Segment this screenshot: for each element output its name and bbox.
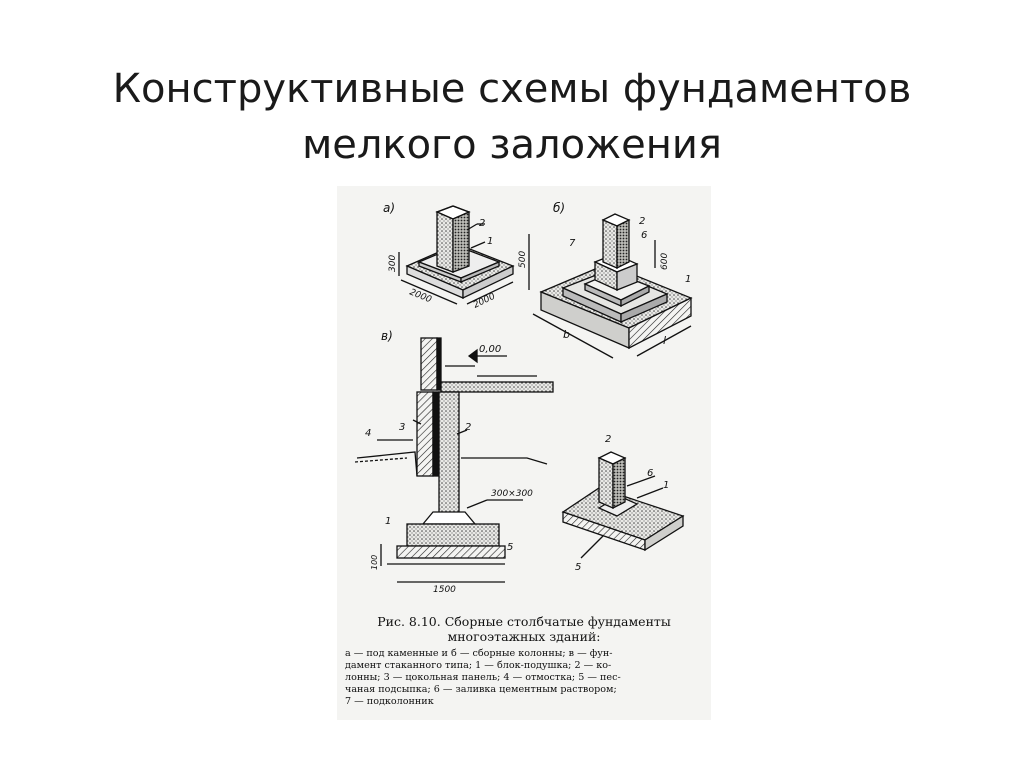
dim-b-length-l: l [663, 334, 666, 347]
dim-a-width-right: 2000 [472, 292, 497, 311]
callout-v-4: 4 [365, 428, 371, 439]
callout-g-5: 5 [575, 562, 581, 573]
caption-title-line-2: многоэтажных зданий: [447, 629, 601, 644]
slide-title-line-1: Конструктивные схемы фундаментов [112, 65, 912, 112]
foundation-diagram-drawing: а) б) в) 300 2000 2000 500 600 b l 0,00 … [354, 201, 693, 595]
caption-legend: а — под каменные и б — сборные колонны; … [345, 648, 703, 708]
panel-label-a: а) [383, 201, 395, 215]
panel-a-drawing [398, 205, 515, 305]
callout-b-7: 7 [569, 238, 576, 249]
panel-label-v: в) [381, 329, 393, 343]
callout-g-6: 6 [647, 468, 653, 479]
dim-b-height-right: 600 [660, 253, 670, 270]
dim-a-height: 300 [388, 255, 398, 272]
dim-v-section: 300×300 [491, 489, 533, 499]
panel-v-drawing [354, 337, 554, 583]
foundation-diagram-figure: а) б) в) 300 2000 2000 500 600 b l 0,00 … [337, 186, 711, 720]
callout-b-6: 6 [641, 230, 647, 241]
panel-g-drawing [561, 451, 685, 559]
caption-legend-line-3: лонны; 3 — цокольная панель; 4 — отмостк… [345, 672, 621, 683]
caption-legend-line-1: а — под каменные и б — сборные колонны; … [345, 648, 613, 659]
callout-b-2: 2 [639, 216, 645, 227]
callout-g-2: 2 [605, 434, 611, 445]
panel-b-drawing [528, 213, 693, 359]
callout-g-1: 1 [663, 480, 669, 491]
callout-v-3: 3 [399, 422, 405, 433]
callout-a-2: 2 [479, 218, 485, 229]
callout-v-1: 1 [385, 516, 391, 527]
slide-title: Конструктивные схемы фундаментов мелкого… [0, 61, 1024, 173]
callout-v-2: 2 [465, 422, 471, 433]
caption-legend-line-4: чаная подсыпка; 6 — заливка цементным ра… [345, 684, 617, 695]
dim-v-level: 0,00 [479, 344, 501, 355]
caption-legend-line-5: 7 — подколонник [345, 696, 434, 707]
slide-title-line-2: мелкого заложения [302, 121, 722, 168]
dim-a-width-left: 2000 [408, 288, 433, 306]
dim-v-base: 1500 [433, 585, 456, 595]
figure-caption: Рис. 8.10. Сборные столбчатые фундаменты… [345, 614, 703, 708]
dim-b-length-b: b [563, 328, 570, 341]
caption-legend-line-2: дамент стаканного типа; 1 — блок-подушка… [345, 660, 612, 671]
caption-title-line-1: Рис. 8.10. Сборные столбчатые фундаменты [377, 614, 671, 629]
dim-v-depth: 100 [370, 555, 379, 570]
panel-label-b: б) [553, 201, 565, 215]
callout-a-1: 1 [487, 236, 493, 247]
callout-b-1: 1 [685, 274, 691, 285]
callout-v-5: 5 [507, 542, 513, 553]
caption-title: Рис. 8.10. Сборные столбчатые фундаменты… [345, 614, 703, 644]
dim-b-height-left: 500 [518, 251, 528, 268]
